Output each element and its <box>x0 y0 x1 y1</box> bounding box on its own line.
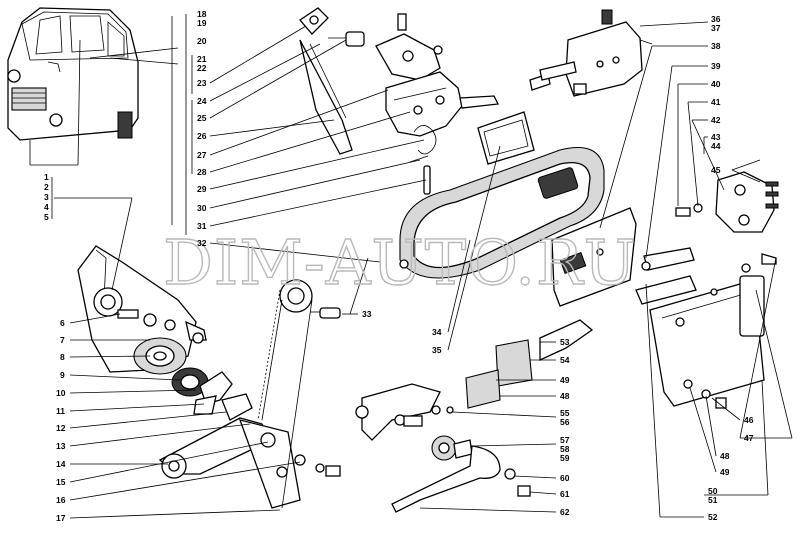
callout-54: 54 <box>560 355 570 365</box>
callout-34: 34 <box>432 327 442 337</box>
callout-56: 56 <box>560 417 570 427</box>
callout-50: 50 <box>708 486 718 496</box>
callout-25: 25 <box>197 113 207 123</box>
callout-48: 48 <box>560 391 570 401</box>
callout-11: 11 <box>56 406 65 416</box>
callout-18: 18 <box>197 9 207 19</box>
callout-19: 19 <box>197 18 207 28</box>
callout-39: 39 <box>711 61 721 71</box>
callout-46: 46 <box>744 415 754 425</box>
callout-61: 61 <box>560 489 570 499</box>
callout-27: 27 <box>197 150 207 160</box>
callout-49: 49 <box>560 375 570 385</box>
callout-5: 5 <box>44 212 49 222</box>
cable-loop <box>257 279 341 509</box>
callout-8: 8 <box>60 352 65 362</box>
callout-15: 15 <box>56 477 66 487</box>
callout-20: 20 <box>197 36 207 46</box>
lock-mechanism-left <box>77 245 341 509</box>
callout-53: 53 <box>560 337 570 347</box>
callout-51: 51 <box>708 495 718 505</box>
callout-49-right: 49 <box>720 467 730 477</box>
callout-2: 2 <box>44 182 49 192</box>
callout-42: 42 <box>711 115 721 125</box>
callout-55: 55 <box>560 408 570 418</box>
callout-12: 12 <box>56 423 66 433</box>
callout-58: 58 <box>560 444 570 454</box>
callout-31: 31 <box>197 221 207 231</box>
watermark-text: DIM-AUTO.RU <box>163 226 637 299</box>
callout-21: 21 <box>197 54 207 64</box>
callout-16: 16 <box>56 495 66 505</box>
callout-7: 7 <box>60 335 65 345</box>
callout-29: 29 <box>197 184 207 194</box>
callout-44: 44 <box>711 141 721 151</box>
callout-32: 32 <box>197 238 207 248</box>
callout-62: 62 <box>560 507 570 517</box>
callout-35: 35 <box>432 345 442 355</box>
callout-28: 28 <box>197 167 207 177</box>
callout-36: 36 <box>711 14 721 24</box>
striker-top-right <box>539 9 653 97</box>
striker-plate-assembly <box>551 207 777 409</box>
callout-52: 52 <box>708 512 718 522</box>
door-trim-panel <box>399 73 605 279</box>
callout-41: 41 <box>711 97 721 107</box>
callout-14: 14 <box>56 459 66 469</box>
callout-47: 47 <box>744 433 754 443</box>
callout-48-right: 48 <box>720 451 730 461</box>
callout-45: 45 <box>711 165 721 175</box>
callout-59: 59 <box>560 453 570 463</box>
callout-6: 6 <box>60 318 65 328</box>
callout-40: 40 <box>711 79 721 89</box>
callout-labels: 1 2 3 4 5 6 7 8 9 10 11 12 13 14 15 16 1… <box>44 9 754 523</box>
thumbnail-leaders <box>89 47 179 65</box>
lock-cylinder <box>675 171 779 233</box>
callout-3: 3 <box>44 192 49 202</box>
callout-30: 30 <box>197 203 207 213</box>
callout-33: 33 <box>362 309 372 319</box>
callout-22: 22 <box>197 63 207 73</box>
inner-handle-assembly <box>355 319 594 513</box>
callout-60: 60 <box>560 473 570 483</box>
leader-lines <box>51 14 793 519</box>
callout-9: 9 <box>60 370 65 380</box>
callout-4: 4 <box>44 202 49 212</box>
callout-38: 38 <box>711 41 721 51</box>
callout-26: 26 <box>197 131 207 141</box>
callout-10: 10 <box>56 388 66 398</box>
callout-37: 37 <box>711 23 721 33</box>
callout-17: 17 <box>56 513 66 523</box>
callout-13: 13 <box>56 441 66 451</box>
lock-catch-top <box>299 7 499 195</box>
callout-57: 57 <box>560 435 570 445</box>
callout-23: 23 <box>197 78 207 88</box>
callout-24: 24 <box>197 96 207 106</box>
callout-1: 1 <box>44 172 49 182</box>
callout-43: 43 <box>711 132 721 142</box>
vehicle-thumbnail <box>7 7 139 166</box>
